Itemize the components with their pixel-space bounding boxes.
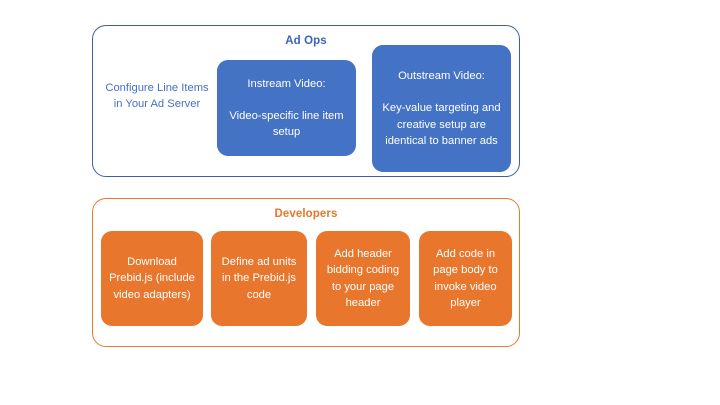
- node-configure-line-items: Configure Line Items in Your Ad Server: [105, 82, 209, 110]
- node-outstream-video: Outstream Video: Key-value targeting and…: [372, 45, 511, 172]
- group-title-developers: Developers: [274, 208, 338, 220]
- node-download-prebid: Download Prebid.js (include video adapte…: [101, 231, 203, 326]
- node-instream-video: Instream Video: Video-specific line item…: [217, 60, 356, 156]
- node-define-ad-units: Define ad units in the Prebid.js code: [211, 231, 307, 326]
- node-add-page-body-code: Add code in page body to invoke video pl…: [419, 231, 512, 326]
- group-title-ad-ops: Ad Ops: [285, 35, 327, 47]
- node-add-header-bidding-code: Add header bidding coding to your page h…: [316, 231, 410, 326]
